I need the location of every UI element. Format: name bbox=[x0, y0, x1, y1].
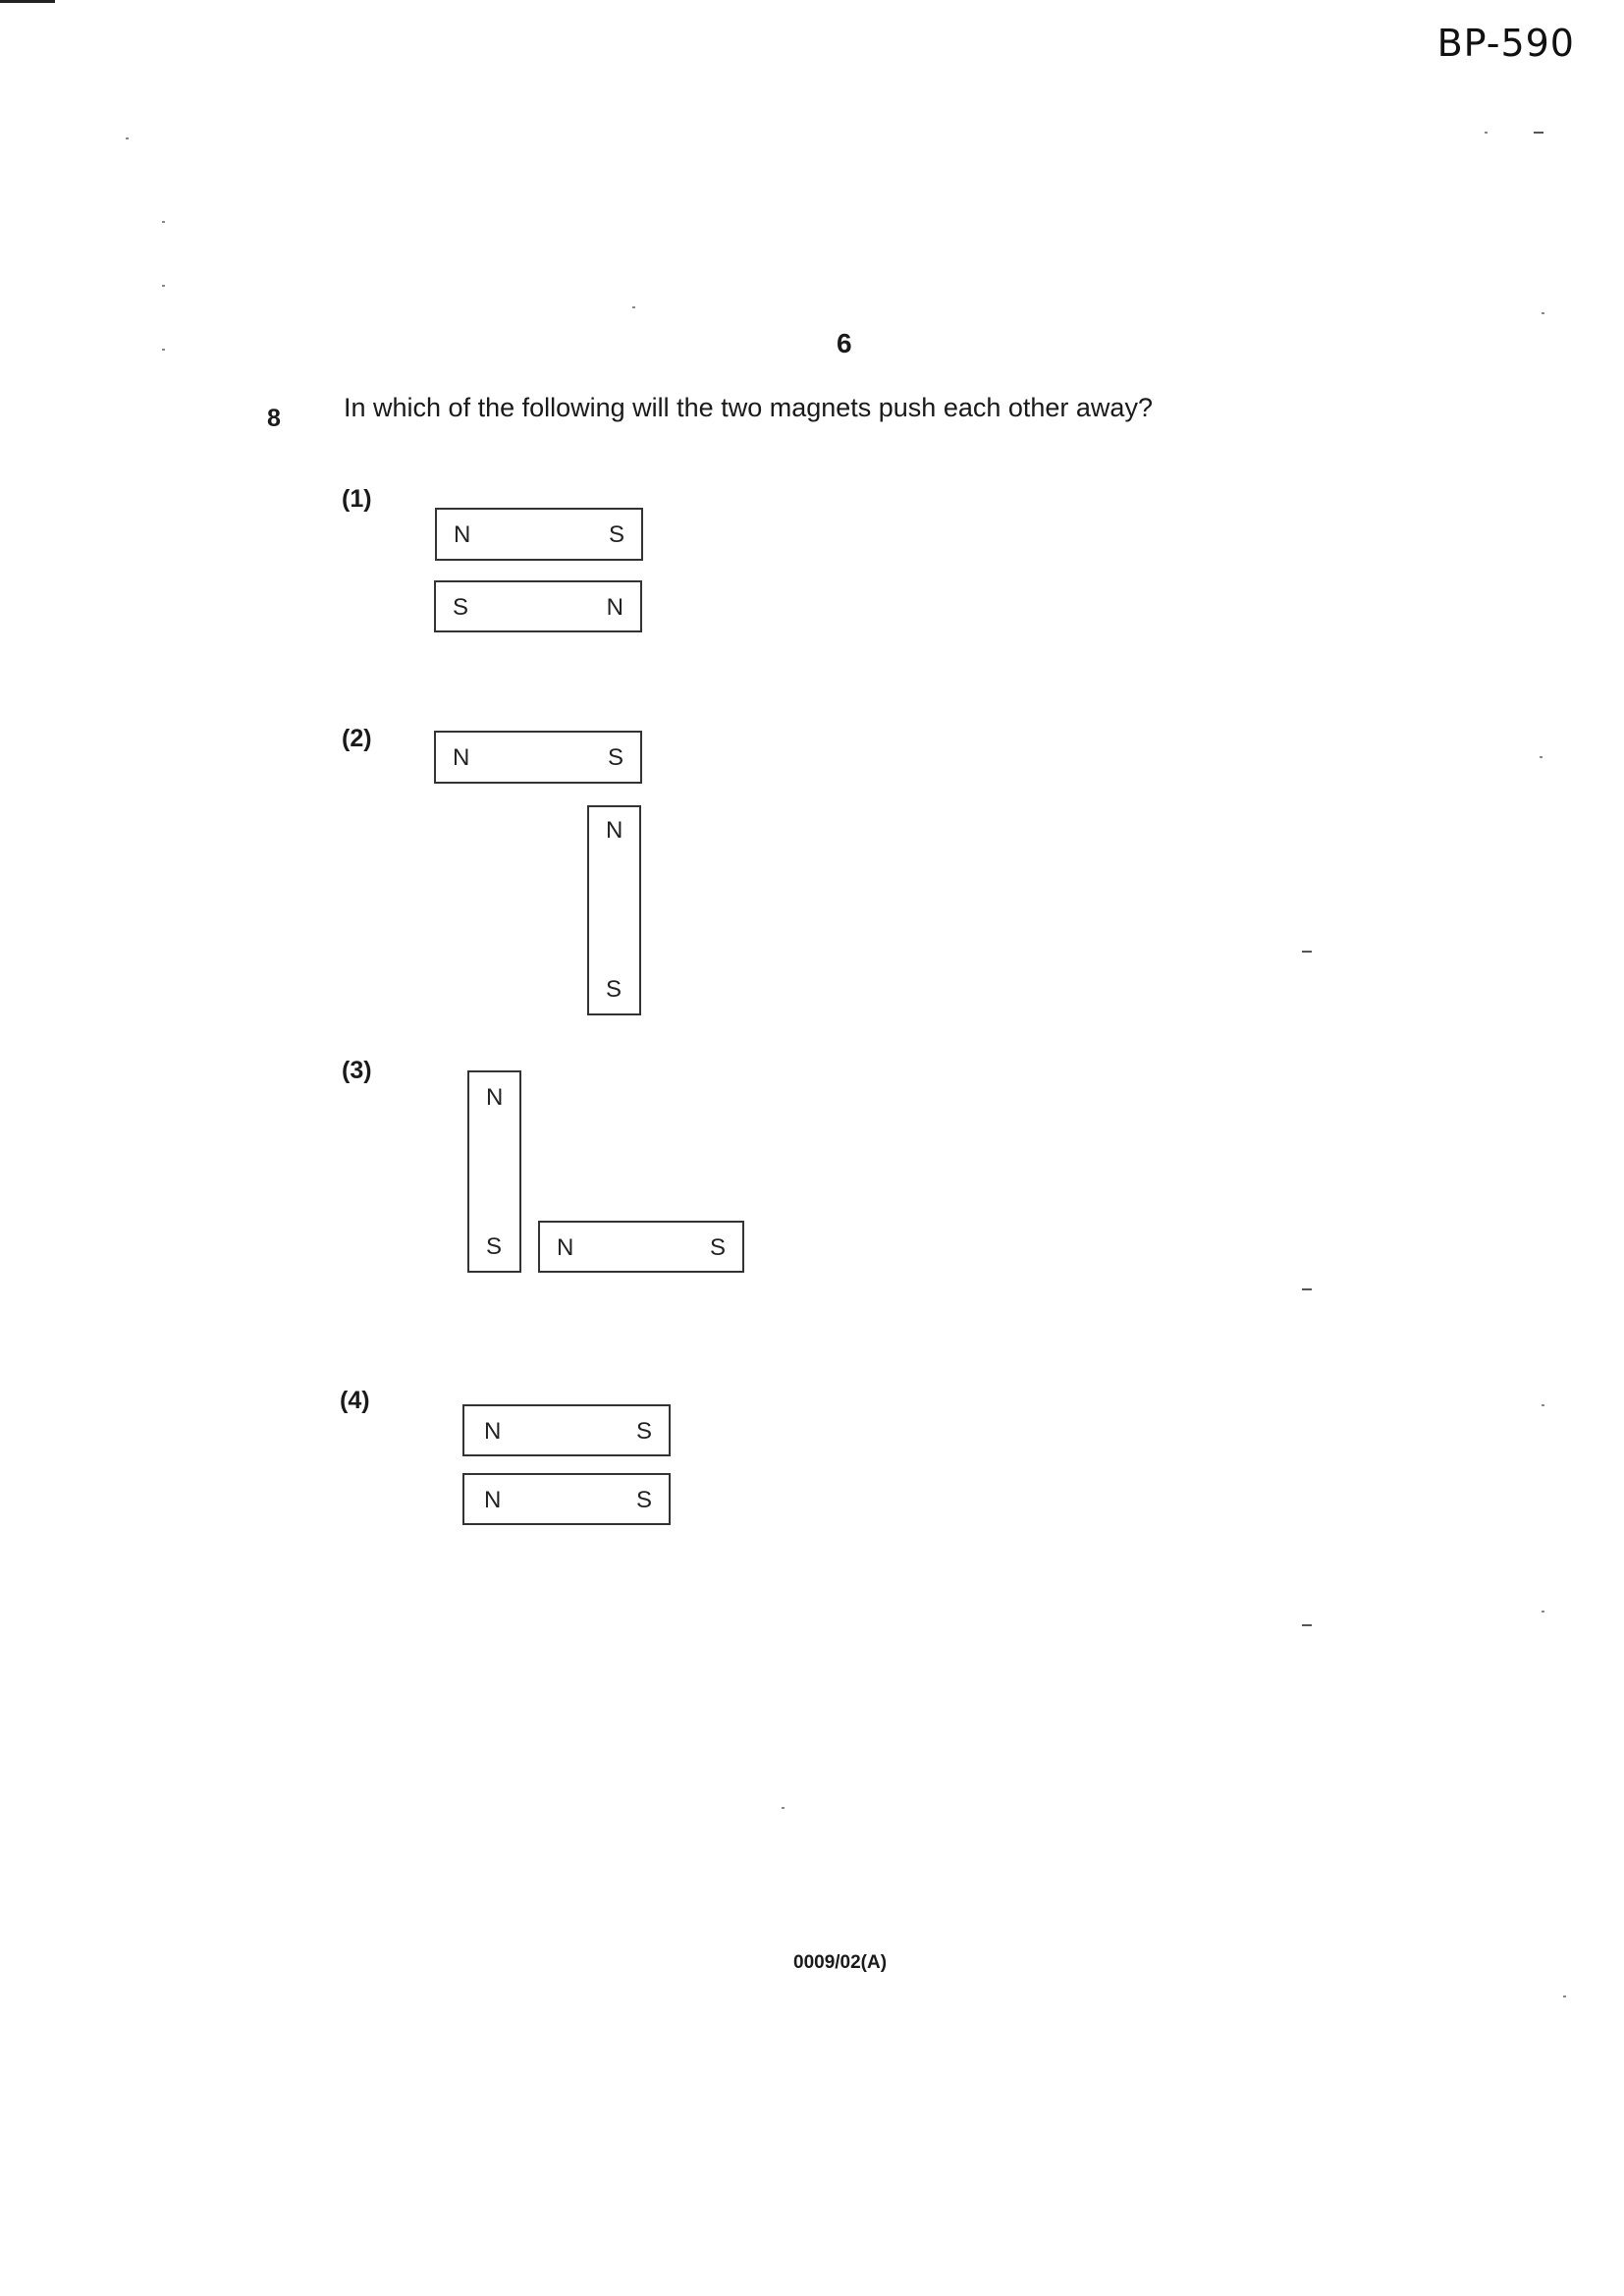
south-pole-label: S bbox=[709, 1234, 726, 1261]
scan-speck bbox=[1485, 132, 1488, 134]
scan-speck bbox=[1563, 1995, 1566, 1997]
option-1-label: (1) bbox=[342, 485, 372, 513]
north-pole-label: N bbox=[606, 817, 623, 844]
scan-speck bbox=[126, 137, 129, 139]
scan-speck bbox=[1542, 1404, 1544, 1406]
option-4-label: (4) bbox=[340, 1387, 370, 1414]
option-1-magnet-top: N S bbox=[435, 508, 643, 561]
south-pole-label: S bbox=[608, 521, 624, 548]
north-pole-label: N bbox=[484, 1487, 502, 1513]
scan-speck bbox=[1542, 1611, 1544, 1613]
scan-speck bbox=[1542, 312, 1544, 314]
north-pole-label: N bbox=[606, 594, 623, 621]
north-pole-label: N bbox=[486, 1084, 504, 1111]
scan-speck bbox=[782, 1807, 785, 1809]
option-2-magnet-vertical: N S bbox=[587, 805, 641, 1015]
south-pole-label: S bbox=[453, 594, 469, 621]
north-pole-label: N bbox=[453, 744, 470, 771]
scan-speck bbox=[632, 306, 635, 308]
document-code: BP-590 bbox=[1436, 22, 1575, 65]
scan-speck bbox=[1302, 1288, 1312, 1290]
scan-edge-mark bbox=[0, 0, 55, 3]
question-number: 8 bbox=[267, 405, 281, 432]
option-2-label: (2) bbox=[342, 725, 372, 752]
north-pole-label: N bbox=[557, 1234, 574, 1261]
scan-speck bbox=[1540, 756, 1543, 758]
north-pole-label: N bbox=[454, 521, 471, 548]
scan-speck bbox=[162, 285, 165, 287]
option-3-magnet-vertical: N S bbox=[467, 1070, 521, 1273]
south-pole-label: S bbox=[486, 1233, 503, 1260]
scan-speck bbox=[1302, 1624, 1312, 1626]
option-3-magnet-horizontal: N S bbox=[538, 1221, 744, 1273]
option-1-magnet-bottom: S N bbox=[434, 580, 642, 632]
option-4-magnet-bottom: N S bbox=[462, 1473, 671, 1525]
south-pole-label: S bbox=[635, 1418, 652, 1445]
south-pole-label: S bbox=[607, 744, 623, 771]
scan-speck bbox=[1302, 951, 1312, 953]
north-pole-label: N bbox=[484, 1418, 502, 1445]
scan-speck bbox=[1534, 132, 1543, 134]
option-3-label: (3) bbox=[342, 1057, 372, 1084]
south-pole-label: S bbox=[635, 1487, 652, 1513]
question-text: In which of the following will the two m… bbox=[344, 393, 1153, 422]
footer-paper-code: 0009/02(A) bbox=[793, 1952, 888, 1973]
option-4-magnet-top: N S bbox=[462, 1404, 671, 1456]
page-number: 6 bbox=[837, 328, 852, 358]
option-2-magnet-horizontal: N S bbox=[434, 731, 642, 784]
scan-speck bbox=[162, 221, 165, 223]
scan-speck bbox=[162, 349, 165, 351]
south-pole-label: S bbox=[606, 976, 623, 1003]
